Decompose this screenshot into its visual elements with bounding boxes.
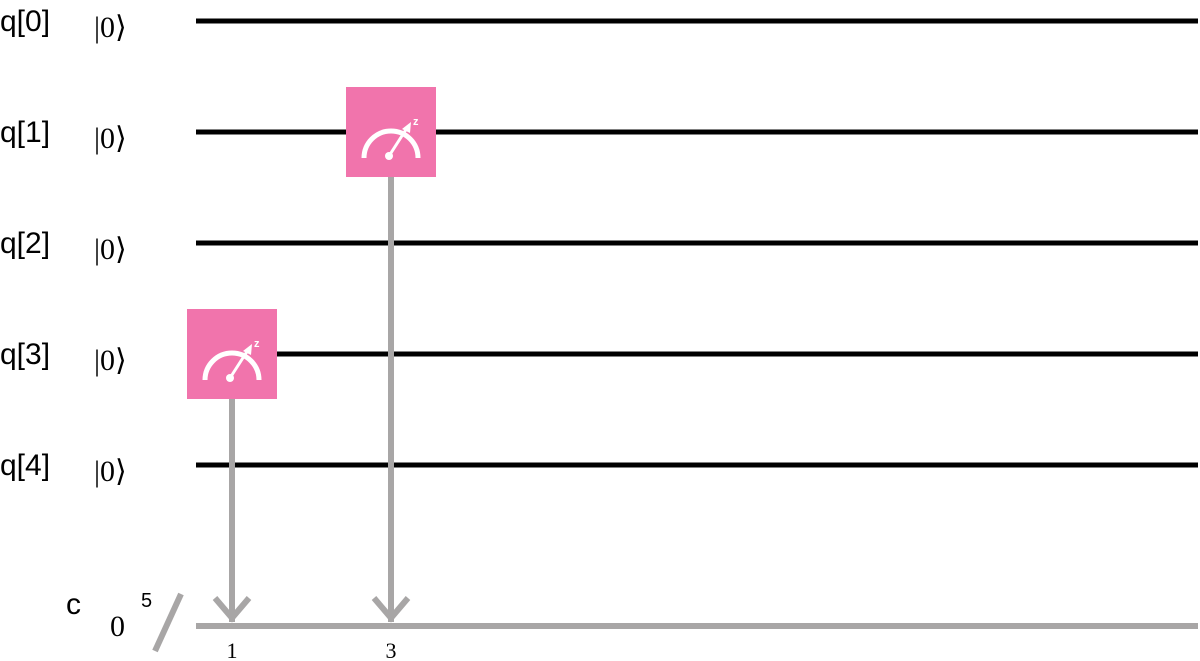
qubit-row-3: q[3] |0⟩ [0,338,1198,377]
qubit-init-state: |0⟩ [94,455,127,488]
qubit-init-state: |0⟩ [94,233,127,266]
qubit-label: q[1] [0,116,50,149]
classical-bit-index: 3 [386,638,397,661]
arrow-down-icon [212,596,252,623]
meter-icon [361,122,421,160]
qubit-init-state: |0⟩ [94,344,127,377]
qubit-label: q[0] [0,5,50,38]
qubit-label: q[4] [0,449,50,482]
classical-register: c 0 5 [66,588,1198,653]
qubit-row-4: q[4] |0⟩ [0,449,1198,488]
arrow-down-icon [371,596,411,623]
measure-gate-0: z1 [187,309,277,661]
qubit-init-state: |0⟩ [94,122,127,155]
classical-register-width: 5 [141,590,152,612]
measure-gate-1: z3 [346,87,436,661]
bundle-slash [152,592,184,653]
measure-basis-label: z [254,338,260,350]
qubit-wires: q[0] |0⟩ q[1] |0⟩ q[2] |0⟩ q[3] |0⟩ q[4] |0⟩ [0,5,1198,488]
qubit-label: q[3] [0,338,50,371]
qubit-label: q[2] [0,227,50,260]
qubit-row-2: q[2] |0⟩ [0,227,1198,266]
classical-bit-index: 1 [227,638,238,661]
qubit-row-1: q[1] |0⟩ [0,116,1198,155]
classical-register-label: c [66,588,81,621]
qubit-init-state: |0⟩ [94,11,127,44]
qubit-row-0: q[0] |0⟩ [0,5,1198,44]
measure-basis-label: z [413,116,419,128]
classical-register-init: 0 [110,610,125,643]
meter-icon [202,344,262,382]
